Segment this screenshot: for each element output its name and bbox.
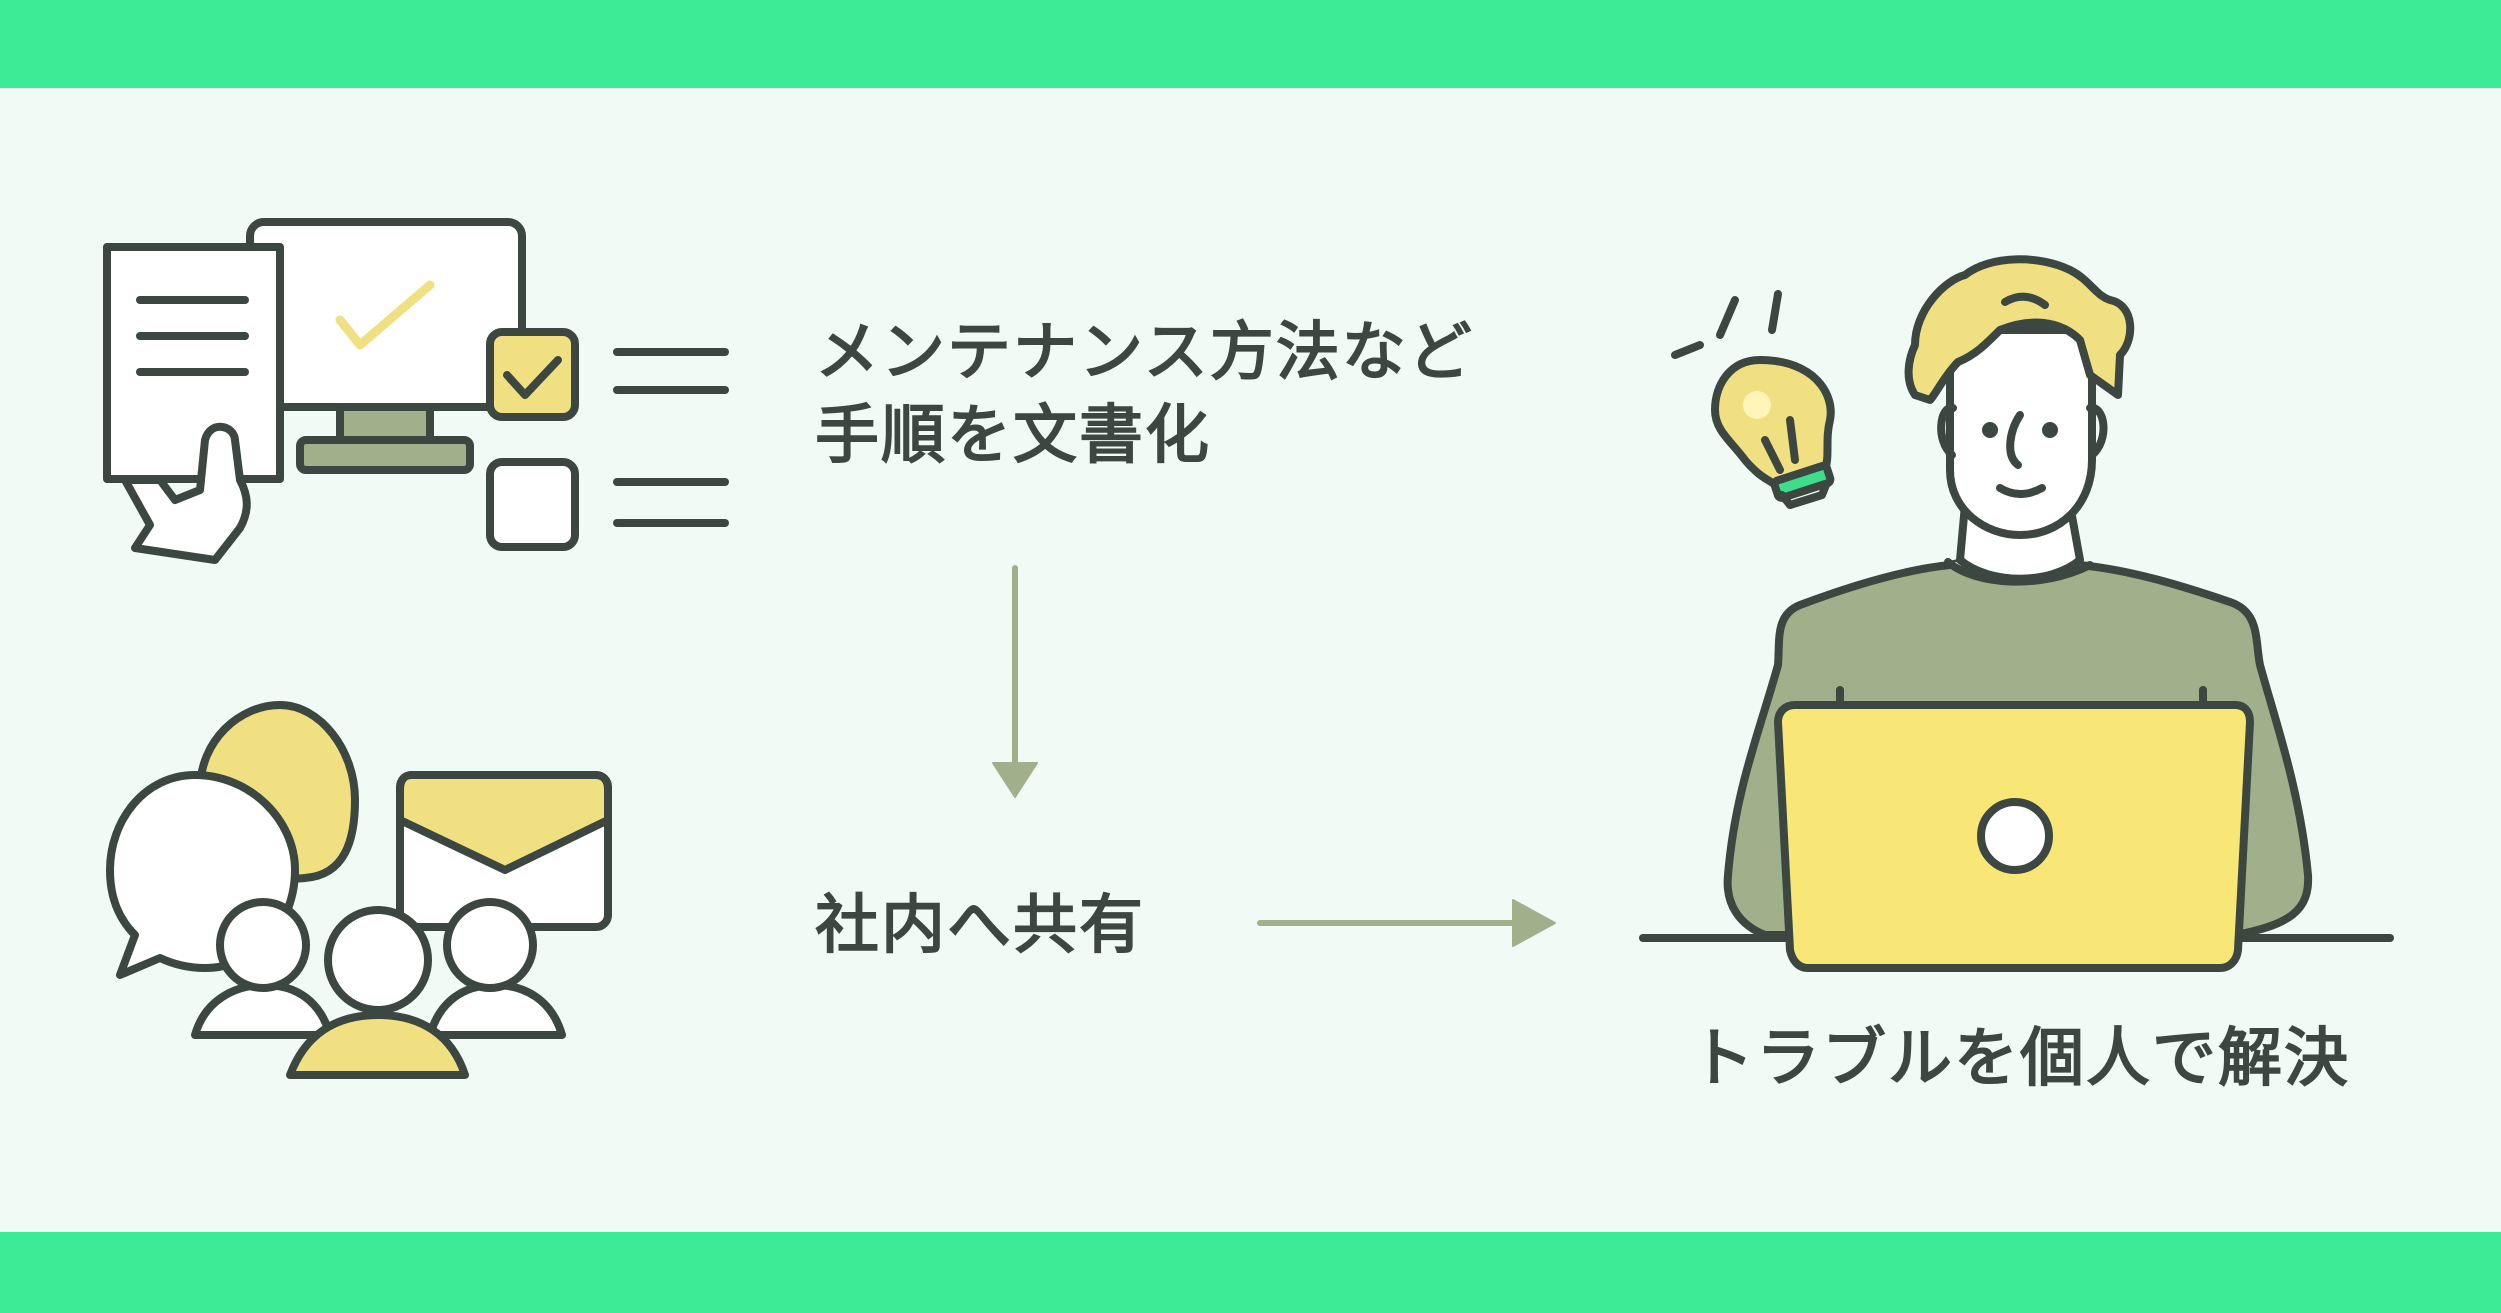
team-chat-mail-icon [106,701,612,1079]
person-laptop-lightbulb-icon [1639,255,2394,972]
arrow-down-icon [992,565,1038,798]
step-document-line2: 手順を文書化 [815,399,1211,474]
document-monitor-checklist-icon [103,218,729,564]
step-solve-label: トラブルを個人で解決 [1690,1022,2350,1096]
arrow-right-icon [1257,899,1556,947]
step-share-label: 社内へ共有 [815,889,1145,963]
top-band [0,0,2501,88]
bottom-band [0,1232,2501,1313]
step-document-label: メンテナンス方法など 手順を文書化 [815,312,1474,478]
step-document-line1: メンテナンス方法など [815,316,1474,390]
